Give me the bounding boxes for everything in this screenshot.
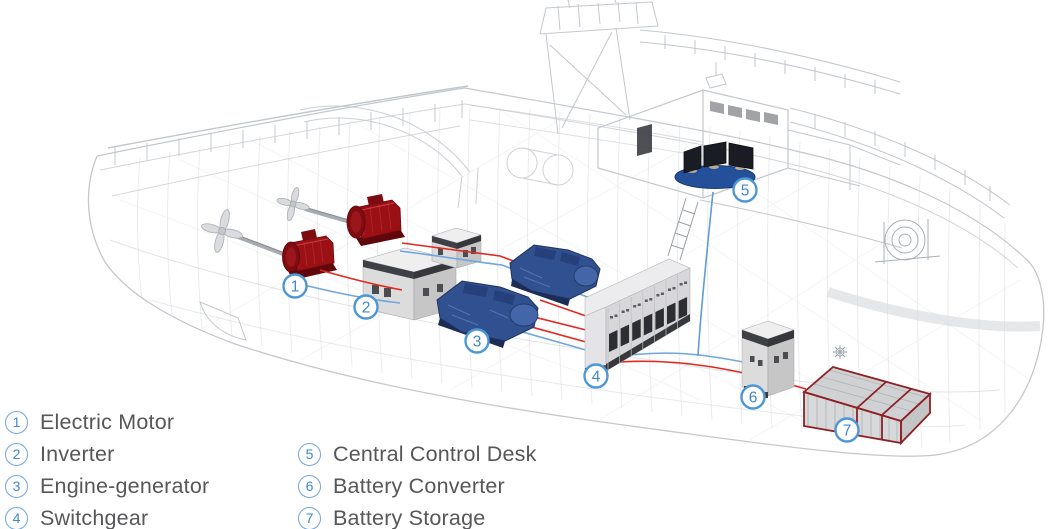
legend-item-engine-generator: 3 Engine-generator [5, 470, 209, 502]
battery-converter [741, 320, 795, 398]
marker-4-number: 4 [592, 369, 601, 386]
legend-label: Switchgear [40, 505, 149, 529]
marker-1-number: 1 [291, 279, 300, 296]
legend-label: Inverter [40, 441, 115, 466]
inverter-1 [362, 247, 457, 321]
legend-item-electric-motor: 1 Electric Motor [5, 406, 209, 438]
legend-label: Engine-generator [40, 473, 210, 498]
legend-number-badge: 2 [5, 442, 28, 466]
legend-label: Central Control Desk [333, 441, 537, 466]
legend-label: Battery Storage [333, 505, 486, 529]
marker-5: 5 [732, 177, 758, 203]
marker-4: 4 [583, 363, 609, 389]
legend-number-badge: 7 [298, 506, 321, 529]
marker-3-number: 3 [473, 334, 482, 351]
legend-number-badge: 5 [298, 442, 321, 466]
engine-generator-2 [509, 244, 601, 306]
marker-5-number: 5 [741, 183, 750, 200]
marker-1: 1 [282, 273, 308, 299]
legend-column-2: 5 Central Control Desk 6 Battery Convert… [298, 438, 537, 529]
power-cables [299, 191, 807, 390]
legend-item-central-control-desk: 5 Central Control Desk [298, 438, 537, 470]
propeller-port-icon [201, 209, 243, 253]
switchgear [584, 258, 691, 375]
legend-label: Battery Converter [333, 473, 505, 498]
diagram-markers: 1 2 3 4 5 6 7 [282, 177, 860, 443]
marker-7-number: 7 [843, 423, 852, 440]
legend-number-badge: 3 [5, 474, 28, 498]
marker-6: 6 [740, 384, 766, 410]
electric-motor-starboard [346, 194, 405, 246]
marker-6-number: 6 [749, 390, 758, 407]
legend-item-battery-storage: 7 Battery Storage [298, 502, 537, 529]
legend-item-battery-converter: 6 Battery Converter [298, 470, 537, 502]
marker-2: 2 [353, 294, 379, 320]
legend-item-switchgear: 4 Switchgear [5, 502, 209, 529]
legend-column-1: 1 Electric Motor 2 Inverter 3 Engine-gen… [5, 406, 209, 529]
marker-2-number: 2 [362, 300, 371, 317]
battery-storage [802, 366, 932, 446]
ship-wireframe [87, 0, 1045, 457]
legend-number-badge: 6 [298, 474, 321, 498]
legend-number-badge: 4 [5, 506, 28, 529]
legend-number-badge: 1 [5, 410, 28, 434]
propeller-starboard-icon [276, 187, 310, 221]
legend-item-inverter: 2 Inverter [5, 438, 209, 470]
legend-label: Electric Motor [40, 409, 175, 434]
marker-3: 3 [464, 328, 490, 354]
marker-7: 7 [834, 417, 860, 443]
